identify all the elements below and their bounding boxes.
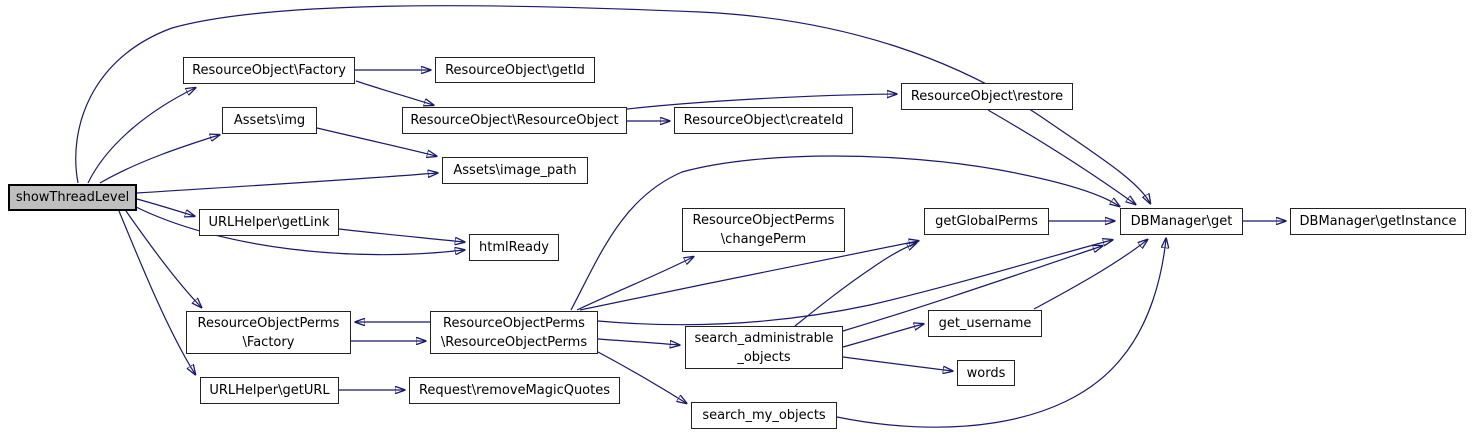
node-dbmanager-getinstance[interactable]: DBManager\getInstance bbox=[1290, 208, 1466, 235]
edge-assets-img-to-image-path bbox=[316, 127, 436, 156]
edge-showthreadlevel-to-urlhelper-getlink bbox=[136, 198, 194, 216]
node-showthreadlevel: showThreadLevel bbox=[8, 184, 137, 211]
edge-perms-to-dbmanager-get-arc bbox=[570, 155, 1119, 311]
edge-perms-to-changeperm bbox=[576, 257, 693, 311]
node-resourceobjectperms-resourceobjectperms[interactable]: ResourceObjectPerms \ResourceObjectPerms bbox=[430, 311, 598, 354]
edge-showthreadlevel-to-assets-image-path bbox=[136, 173, 437, 194]
edge-search-administrable-to-dbmanager-get bbox=[842, 246, 1102, 332]
edge-showthreadlevel-to-htmlready bbox=[133, 205, 464, 255]
edge-perms-to-search-administrable bbox=[597, 338, 679, 345]
edge-showthreadlevel-to-resourceobjectperms-factory bbox=[125, 210, 201, 307]
node-getglobalperms[interactable]: getGlobalPerms bbox=[924, 208, 1049, 235]
edge-resourceobject-to-restore bbox=[626, 94, 896, 110]
node-htmlready[interactable]: htmlReady bbox=[469, 234, 559, 261]
node-resourceobjectperms-factory[interactable]: ResourceObjectPerms \Factory bbox=[186, 311, 351, 354]
edge-restore-to-dbmanager-get bbox=[987, 109, 1135, 204]
node-get-username[interactable]: get_username bbox=[928, 310, 1042, 337]
edge-urlhelper-getlink-to-htmlready bbox=[338, 228, 464, 242]
node-search-my-objects[interactable]: search_my_objects bbox=[691, 402, 837, 429]
edge-showthreadlevel-to-dbmanager-get bbox=[75, 5, 1150, 203]
node-resourceobjectperms-changeperm[interactable]: ResourceObjectPerms \changePerm bbox=[682, 208, 845, 252]
node-assets-image-path[interactable]: Assets\image_path bbox=[442, 157, 588, 184]
node-dbmanager-get[interactable]: DBManager\get bbox=[1120, 208, 1243, 235]
edge-resourceobject-factory-to-resourceobject bbox=[355, 80, 433, 105]
node-resourceobject-getid[interactable]: ResourceObject\getId bbox=[435, 57, 595, 83]
edge-perms-to-search-my-objects bbox=[597, 351, 686, 403]
edge-search-administrable-to-getglobalperms bbox=[794, 243, 916, 327]
edge-showthreadlevel-to-urlhelper-geturl bbox=[118, 210, 195, 374]
node-assets-img[interactable]: Assets\img bbox=[222, 107, 317, 134]
edge-perms-to-dbmanager-get-direct bbox=[597, 240, 1112, 326]
node-search-administrable-objects[interactable]: search_administrable _objects bbox=[685, 326, 843, 369]
edge-get-username-to-dbmanager-get bbox=[1033, 240, 1147, 310]
edge-showthreadlevel-to-assets-img bbox=[99, 135, 219, 184]
edge-showthreadlevel-to-resourceobject-factory bbox=[87, 88, 195, 184]
node-resourceobject-restore[interactable]: ResourceObject\restore bbox=[901, 83, 1073, 110]
node-resourceobject-factory[interactable]: ResourceObject\Factory bbox=[183, 57, 355, 84]
node-urlhelper-geturl[interactable]: URLHelper\getURL bbox=[200, 377, 339, 404]
edge-search-administrable-to-words bbox=[842, 356, 952, 371]
node-resourceobject-resourceobject[interactable]: ResourceObject\ResourceObject bbox=[402, 107, 627, 134]
edge-perms-to-getglobalperms bbox=[579, 241, 918, 311]
edge-search-my-objects-to-dbmanager-get bbox=[836, 239, 1166, 428]
node-resourceobject-createid[interactable]: ResourceObject\createId bbox=[674, 107, 853, 134]
node-request-removemagicquotes[interactable]: Request\removeMagicQuotes bbox=[409, 377, 620, 404]
edge-search-administrable-to-get-username bbox=[842, 324, 923, 348]
node-words[interactable]: words bbox=[957, 360, 1015, 386]
node-urlhelper-getlink[interactable]: URLHelper\getLink bbox=[199, 209, 339, 236]
